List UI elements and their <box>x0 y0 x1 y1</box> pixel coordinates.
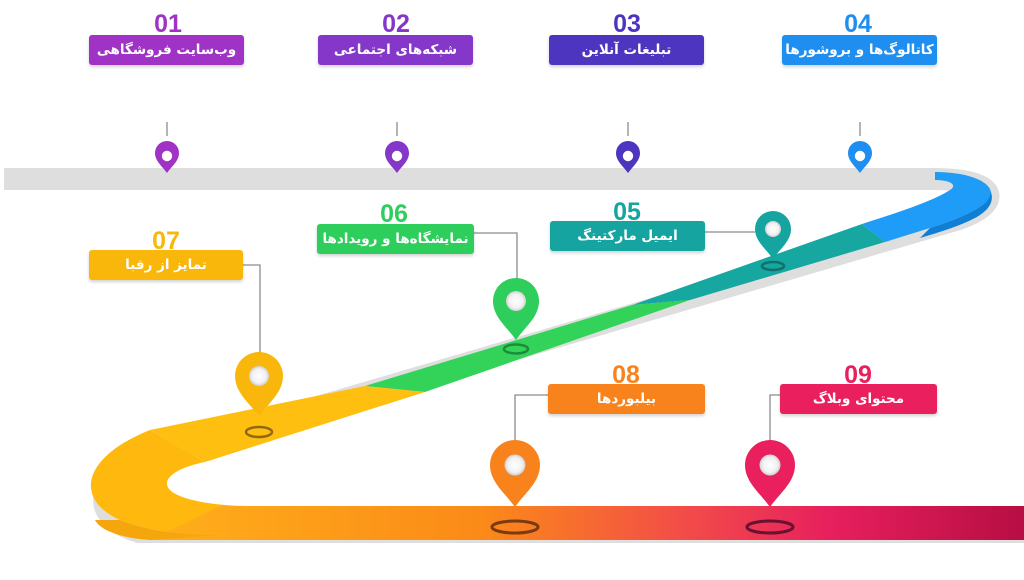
large-pin-07 <box>235 352 283 439</box>
step-label-08: بیلبوردها <box>548 384 705 414</box>
step-label-05: ایمیل مارکتینگ <box>550 221 705 251</box>
step-number-02: 02 <box>382 10 410 38</box>
large-pin-09 <box>745 440 795 535</box>
step-label-06: نمایشگاه‌ها و رویدادها <box>317 224 474 254</box>
road-band-teal <box>632 224 885 305</box>
step-label-04: کاتالوگ‌ها و بروشورها <box>782 35 937 65</box>
small-pin-03 <box>616 141 640 173</box>
small-pin-02 <box>385 141 409 173</box>
step-label-07: تمایز از رقبا <box>89 250 243 280</box>
step-label-03: تبلیغات آنلاین <box>549 35 704 65</box>
large-pin-06 <box>493 278 539 355</box>
road-bottom <box>150 506 1024 540</box>
step-number-03: 03 <box>613 10 641 38</box>
step-number-04: 04 <box>844 10 872 38</box>
small-pin-01 <box>155 141 179 173</box>
road-band-yellow <box>150 386 425 462</box>
large-pin-05 <box>755 211 791 272</box>
step-label-02: شبکه‌های اجتماعی <box>318 35 473 65</box>
lower-connectors <box>243 231 780 445</box>
small-pin-04 <box>848 141 872 173</box>
step-label-09: محتوای وبلاگ <box>780 384 937 414</box>
step-number-01: 01 <box>154 10 182 38</box>
road-bend-right-edge <box>920 190 992 238</box>
top-connectors <box>166 122 861 136</box>
step-number-06: 06 <box>380 200 408 228</box>
road-curve-yellow <box>90 430 250 535</box>
road-bend-right <box>862 172 991 242</box>
large-pin-08 <box>490 440 540 535</box>
road-curve-shade <box>95 520 220 540</box>
step-label-01: وب‌سایت فروشگاهی <box>89 35 244 65</box>
